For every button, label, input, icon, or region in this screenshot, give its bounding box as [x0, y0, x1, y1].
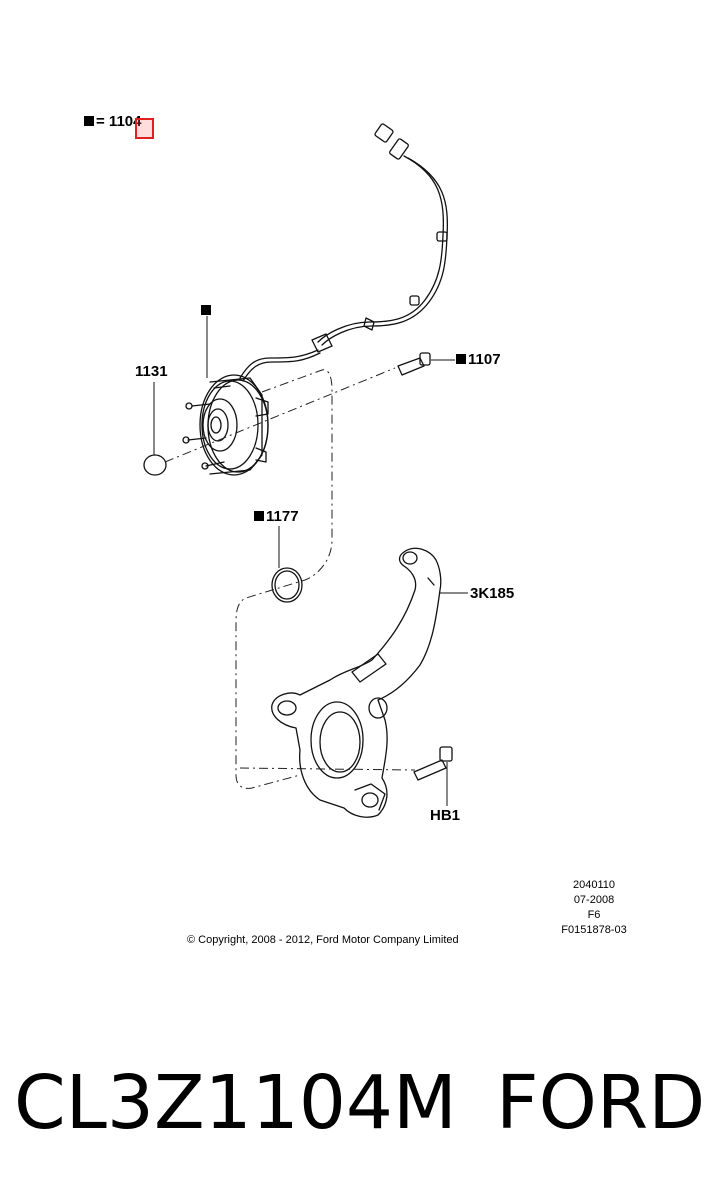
steering-knuckle — [271, 547, 442, 818]
meta-line-1: 2040110 — [572, 879, 615, 891]
meta-line-4: F0151878-03 — [561, 924, 627, 936]
knuckle-bolt — [413, 746, 453, 781]
callout-1107[interactable]: 1107 — [456, 352, 501, 368]
marker-square-icon — [201, 305, 211, 315]
hub-dust-cap — [143, 454, 167, 476]
callout-3k185[interactable]: 3K185 — [470, 585, 515, 602]
part-number: CL3Z1104M — [14, 1060, 457, 1146]
callout-hb1[interactable]: HB1 — [430, 807, 461, 824]
callout-hub[interactable] — [201, 303, 213, 319]
legend-text: = 1104 — [96, 113, 142, 130]
hub-bolt — [397, 352, 431, 376]
exploded-parts-diagram — [143, 123, 468, 818]
meta-line-2: 07-2008 — [573, 894, 615, 906]
abs-sensor-wire — [239, 123, 449, 382]
legend-key: = 1104 — [84, 114, 141, 130]
marker-square-icon — [254, 511, 264, 521]
assembly-guide-loop — [235, 369, 333, 789]
callout-1177[interactable]: 1177 — [254, 509, 299, 525]
marker-square-icon — [456, 354, 466, 364]
brand-name: FORD — [496, 1060, 706, 1146]
assembly-guide-hub — [164, 367, 396, 463]
assembly-guide-knuckle — [239, 767, 416, 771]
callout-1131[interactable]: 1131 — [135, 363, 168, 380]
diagram-meta: 2040110 07-2008 F6 F0151878-03 — [555, 878, 633, 938]
wheel-hub-assembly — [182, 374, 269, 476]
highlight-box — [135, 118, 154, 139]
legend-square-icon — [84, 116, 94, 126]
meta-line-3: F6 — [587, 909, 601, 921]
hub-o-ring — [271, 567, 303, 603]
copyright-notice: © Copyright, 2008 - 2012, Ford Motor Com… — [187, 934, 459, 946]
